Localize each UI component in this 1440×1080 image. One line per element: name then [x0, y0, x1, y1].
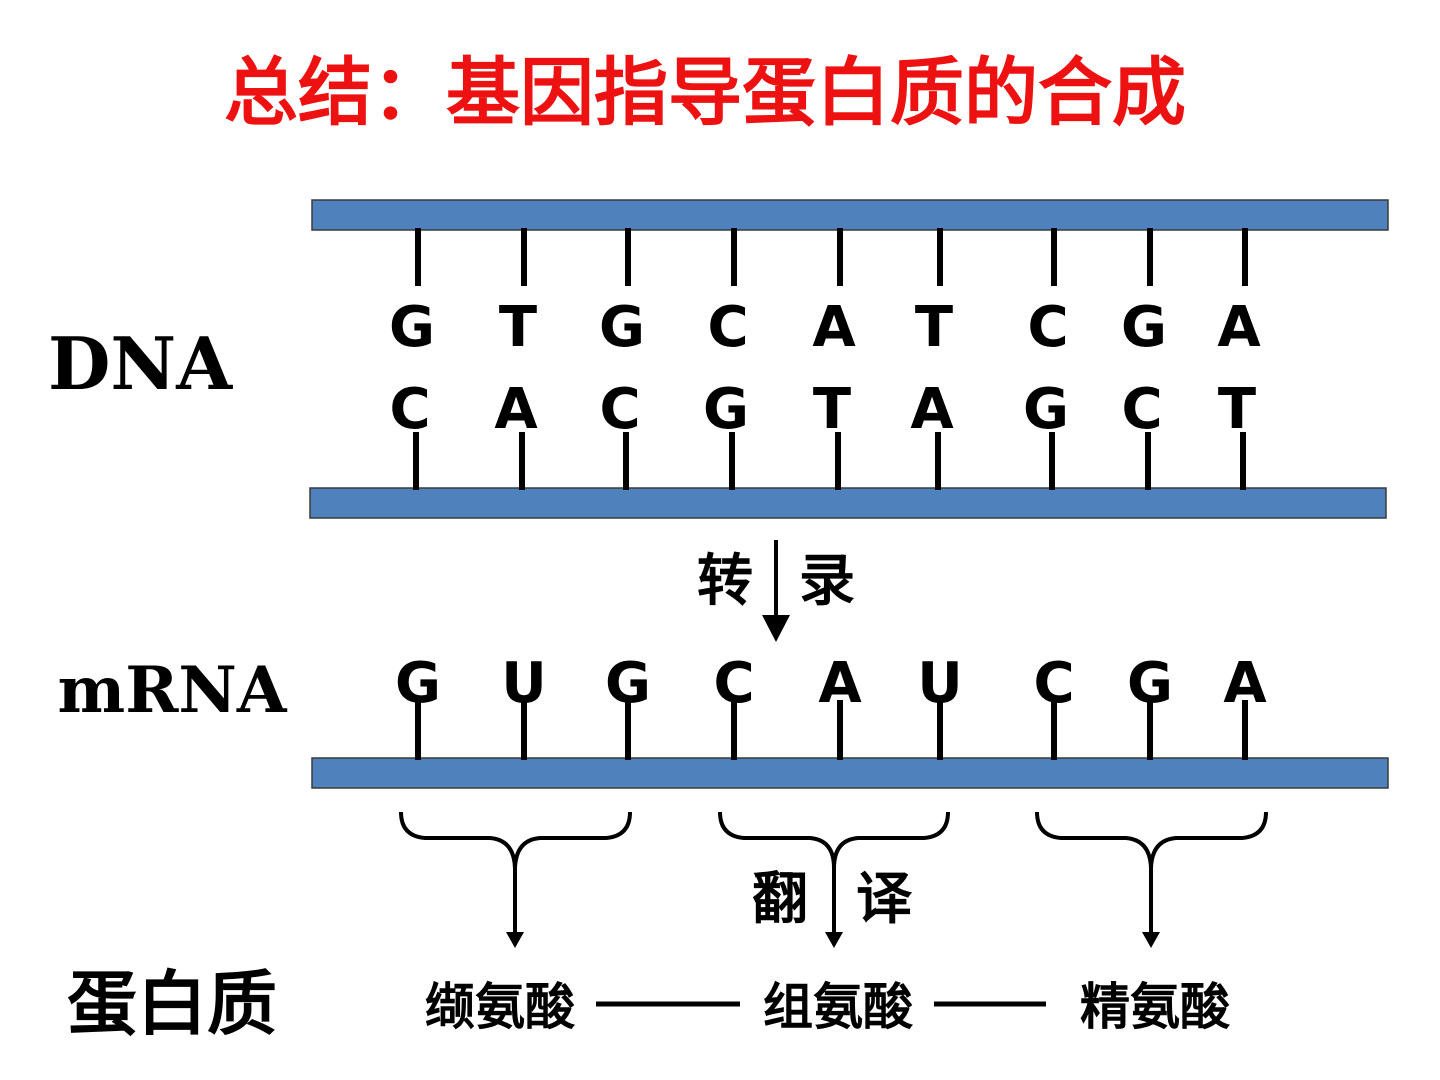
dna-bottom-base: C	[389, 377, 430, 442]
mrna-base: A	[818, 651, 862, 716]
mrna-base: U	[917, 651, 962, 716]
amino-acid-2: 组氨酸	[763, 978, 914, 1036]
mrna-strand	[311, 757, 1389, 789]
translation-char-2: 译	[856, 867, 913, 932]
dna-top-strand	[311, 199, 1389, 231]
codon-brace-2	[718, 811, 950, 869]
codon-arrow-2-head	[825, 932, 843, 948]
dna-top-base: A	[1217, 295, 1261, 360]
mrna-base: C	[1033, 651, 1074, 716]
mrna-base: C	[713, 651, 754, 716]
dna-bottom-base: T	[1218, 377, 1256, 442]
mrna-base: G	[395, 651, 441, 716]
dna-bottom-base: C	[599, 377, 640, 442]
mrna-base: U	[501, 651, 546, 716]
protein-label: 蛋白质	[67, 963, 277, 1045]
translation-char-1: 翻	[752, 867, 808, 932]
dna-bottom-base: A	[910, 377, 954, 442]
codon-brace-1	[399, 811, 632, 869]
dna-bottom-base: A	[494, 377, 538, 442]
dna-top-base: T	[499, 295, 537, 360]
mrna-label: mRNA	[57, 653, 287, 728]
dna-bottom-base: G	[703, 377, 749, 442]
dna-label: DNA	[48, 321, 233, 406]
transcription-arrow-head	[762, 615, 790, 642]
amino-acid-1: 缬氨酸	[425, 978, 576, 1036]
codon-arrow-3-head	[1142, 932, 1160, 948]
mrna-base: G	[1127, 651, 1173, 716]
dna-top-base: T	[915, 295, 953, 360]
dna-top-base: G	[389, 295, 435, 360]
amino-acid-3: 精氨酸	[1080, 978, 1231, 1036]
dna-bottom-base: C	[1121, 377, 1162, 442]
dna-top-base: A	[812, 295, 856, 360]
transcription-char-1: 转	[697, 549, 753, 614]
codon-arrow-1-head	[506, 932, 524, 948]
dna-bottom-base: G	[1023, 377, 1069, 442]
dna-top-base: G	[1121, 295, 1167, 360]
dna-bottom-strand	[309, 487, 1387, 519]
transcription-char-2: 录	[799, 549, 855, 614]
page-title: 总结：基因指导蛋白质的合成	[224, 50, 1186, 136]
dna-top-base: C	[1027, 295, 1068, 360]
codon-brace-3	[1035, 811, 1268, 869]
mrna-base: G	[605, 651, 651, 716]
dna-top-base: G	[599, 295, 645, 360]
dna-bottom-base: T	[813, 377, 851, 442]
dna-top-base: C	[707, 295, 748, 360]
mrna-base: A	[1223, 651, 1267, 716]
